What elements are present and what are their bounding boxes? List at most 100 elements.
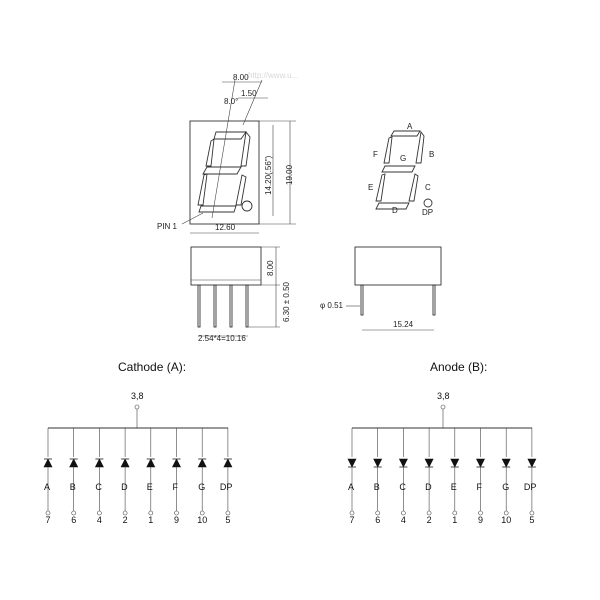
cathode-pin-terminal — [225, 510, 231, 516]
anode-segment-label: B — [374, 482, 380, 492]
anode-diode-icon — [527, 458, 537, 468]
cathode-diode-icon — [146, 458, 156, 468]
cathode-pin-terminal — [97, 510, 102, 516]
cathode-branch-a: A7 — [43, 428, 53, 525]
cathode-pin-terminal — [122, 510, 128, 516]
segment-dp-label: DP — [422, 208, 433, 217]
anode-branch-f: F9 — [476, 428, 485, 525]
anode-pin-number: 5 — [529, 515, 534, 525]
cathode-pin-number: 5 — [225, 515, 230, 525]
dim-pin-dia: φ 0.51 — [320, 301, 344, 310]
cathode-segment-label: F — [173, 482, 179, 492]
anode-segment-label: C — [399, 482, 406, 492]
watermark-text: http://www.u... — [248, 71, 298, 80]
anode-branch-e: E1 — [450, 428, 460, 525]
dim-body-width: 12.60 — [215, 223, 236, 232]
anode-pin-number: 10 — [501, 515, 511, 525]
cathode-diode-icon — [223, 458, 233, 468]
cathode-branch-dp: DP5 — [220, 428, 233, 525]
cathode-pin-number: 2 — [123, 515, 128, 525]
cathode-pin-number: 4 — [97, 515, 102, 525]
anode-branch-a: A7 — [347, 428, 357, 525]
cathode-diode-icon — [69, 458, 79, 468]
dim-side-height: 8.00 — [266, 260, 275, 276]
cathode-segment-label: C — [95, 482, 102, 492]
cathode-segment-label: D — [121, 482, 128, 492]
anode-pin-number: 9 — [478, 515, 483, 525]
anode-diode-icon — [501, 458, 511, 468]
anode-pin-terminal — [401, 510, 406, 516]
cathode-pin-number: 10 — [197, 515, 207, 525]
side-body-outline — [190, 246, 262, 286]
dim-slant: 8.0° — [224, 97, 238, 106]
segment-g-label: G — [400, 154, 406, 163]
dim-pin-pitch: 2.54*4=10.16 — [198, 334, 246, 343]
anode-diode-icon — [450, 458, 460, 468]
segment-d-label: D — [392, 206, 398, 215]
anode-branch-dp: DP 5 — [524, 428, 537, 525]
segment-e-label: E — [368, 183, 373, 192]
dim-offset: 1.50 — [241, 89, 257, 98]
anode-diode-icon — [476, 458, 485, 468]
side-pins — [197, 284, 249, 328]
cathode-common-pins: 3,8 — [131, 391, 144, 401]
anode-segment-label: G — [502, 482, 509, 492]
segment-a-label: A — [407, 122, 413, 131]
cathode-branch-d: D2 — [120, 428, 130, 525]
dim-digit-height: 14.20(.56") — [264, 155, 273, 195]
anode-pin-number: 4 — [401, 515, 406, 525]
anode-branch-c: C4 — [398, 428, 408, 525]
segment-b-label: B — [429, 150, 434, 159]
slant-line-right — [242, 79, 263, 126]
anode-diode-icon — [424, 458, 434, 468]
dim-body-height: 19.00 — [285, 164, 294, 185]
cathode-diode-icon — [172, 458, 181, 468]
cathode-diode-icon — [197, 458, 207, 468]
anode-pin-number: 2 — [427, 515, 432, 525]
slant-line-left — [211, 79, 236, 219]
cathode-branch-g: G 10 — [197, 428, 207, 525]
cathode-pin-terminal — [199, 510, 205, 516]
anode-segment-label: E — [451, 482, 457, 492]
segment-map: A B C D E F G DP — [368, 122, 434, 217]
segment-f-label: F — [373, 150, 378, 159]
anode-branch-b: B6 — [373, 428, 383, 525]
anode-segment-label: DP — [524, 482, 537, 492]
cathode-pin-number: 1 — [148, 515, 153, 525]
cathode-pin-terminal — [45, 510, 51, 516]
cathode-segment-label: G — [198, 482, 205, 492]
pin1-label: PIN 1 — [157, 222, 178, 231]
cathode-diode-icon — [120, 458, 130, 468]
side-view: 8.00 6.30 ± 0.50 2.54*4=10.16 — [190, 246, 291, 343]
end-pin-left — [360, 284, 364, 316]
anode-segment-label: D — [425, 482, 432, 492]
anode-pin-terminal — [426, 510, 432, 516]
pin1-leader — [181, 212, 204, 225]
cathode-diode-icon — [43, 458, 53, 468]
cathode-segment-label: E — [147, 482, 153, 492]
cathode-branch-b: B6 — [69, 428, 79, 525]
anode-diode-icon — [398, 458, 408, 468]
anode-segment-label: A — [348, 482, 354, 492]
segment-c-label: C — [425, 183, 431, 192]
cathode-pin-number: 6 — [71, 515, 76, 525]
anode-pin-terminal — [529, 510, 535, 516]
cathode-pin-terminal — [174, 510, 179, 516]
anode-title: Anode (B): — [430, 360, 487, 374]
anode-pin-terminal — [503, 510, 509, 516]
anode-branch-d: D2 — [424, 428, 434, 525]
dim-top-width: 8.00 — [233, 73, 249, 82]
anode-common-terminal — [440, 404, 446, 410]
cathode-segment-label: A — [44, 482, 50, 492]
segment-map-digit — [375, 130, 425, 210]
segment-map-dp-dot — [423, 198, 433, 208]
cathode-title: Cathode (A): — [118, 360, 186, 374]
cathode-common-terminal — [134, 404, 140, 410]
anode-pin-number: 1 — [452, 515, 457, 525]
front-digit — [197, 130, 251, 213]
end-view: φ 0.51 15.24 — [320, 246, 442, 331]
end-body-outline — [354, 246, 442, 286]
